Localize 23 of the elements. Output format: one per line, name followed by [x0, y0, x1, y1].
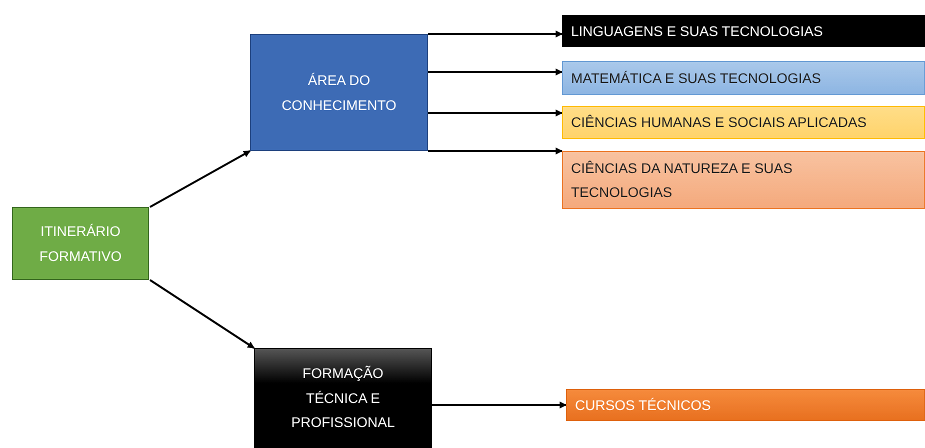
- category-box: [562, 15, 925, 47]
- box-label: FORMAÇÃO TÉCNICA E PROFISSIONAL: [290, 364, 396, 432]
- category-box: [254, 348, 432, 448]
- box-label: CURSOS TÉCNICOS: [575, 396, 711, 415]
- box-label: CIÊNCIAS DA NATUREZA E SUAS TECNOLOGIAS: [571, 158, 794, 202]
- arrow: [428, 148, 563, 154]
- arrow: [149, 279, 255, 349]
- arrow: [428, 110, 563, 116]
- arrow: [150, 150, 251, 208]
- category-box: [562, 151, 925, 209]
- arrow: [432, 402, 567, 408]
- box-label: ÁREA DO CONHECIMENTO: [280, 71, 398, 114]
- box-label: CIÊNCIAS HUMANAS E SOCIAIS APLICADAS: [571, 113, 867, 132]
- arrow: [428, 68, 563, 76]
- arrow: [428, 30, 563, 38]
- category-box: [562, 61, 925, 95]
- box-label: MATEMÁTICA E SUAS TECNOLOGIAS: [571, 68, 821, 88]
- category-box: [12, 207, 149, 280]
- category-box: [250, 34, 428, 151]
- category-box: [562, 106, 925, 139]
- box-label: LINGUAGENS E SUAS TECNOLOGIAS: [571, 22, 823, 41]
- box-label: ITINERÁRIO FORMATIVO: [38, 222, 123, 266]
- category-box: [566, 389, 925, 421]
